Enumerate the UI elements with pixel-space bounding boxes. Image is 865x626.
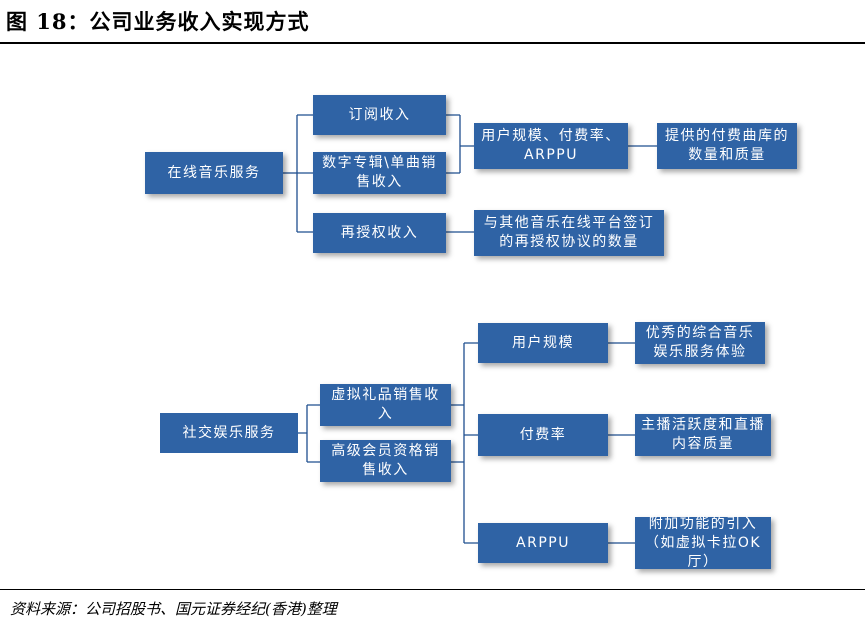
connector-online-sub-mid1 bbox=[446, 114, 474, 174]
paid-library-box: 提供的付费曲库的数量和质量 bbox=[657, 123, 797, 169]
digital-album-revenue-box: 数字专辑\单曲销售收入 bbox=[313, 152, 446, 194]
additional-features-box: 附加功能的引入（如虚拟卡拉OK厅） bbox=[635, 516, 771, 570]
music-experience-box: 优秀的综合音乐娱乐服务体验 bbox=[635, 322, 765, 364]
user-scale-box: 用户规模 bbox=[478, 323, 608, 363]
user-scale-arppu-box: 用户规模、付费率、ARPPU bbox=[474, 123, 628, 169]
connector-social-root bbox=[298, 404, 320, 463]
social-entertainment-root-box: 社交娱乐服务 bbox=[160, 413, 298, 453]
online-music-root-box: 在线音乐服务 bbox=[145, 152, 283, 194]
host-activity-box: 主播活跃度和直播内容质量 bbox=[635, 414, 771, 456]
relicensing-revenue-box: 再授权收入 bbox=[313, 213, 446, 253]
connector-social-sub-factors bbox=[451, 342, 478, 544]
figure-title: 图 18：公司业务收入实现方式 bbox=[6, 9, 310, 34]
connector-online-sub1 bbox=[296, 114, 313, 233]
virtual-gift-revenue-box: 虚拟礼品销售收入 bbox=[320, 384, 451, 426]
arppu-box: ARPPU bbox=[478, 523, 608, 563]
top-rule bbox=[0, 42, 865, 44]
source-note: 资料来源：公司招股书、国元证券经纪(香港)整理 bbox=[10, 600, 337, 618]
subscription-revenue-box: 订阅收入 bbox=[313, 95, 446, 135]
premium-membership-revenue-box: 高级会员资格销售收入 bbox=[320, 440, 451, 482]
payment-rate-box: 付费率 bbox=[478, 414, 608, 456]
bottom-rule bbox=[0, 589, 865, 590]
relicensing-agreements-box: 与其他音乐在线平台签订的再授权协议的数量 bbox=[474, 210, 664, 256]
